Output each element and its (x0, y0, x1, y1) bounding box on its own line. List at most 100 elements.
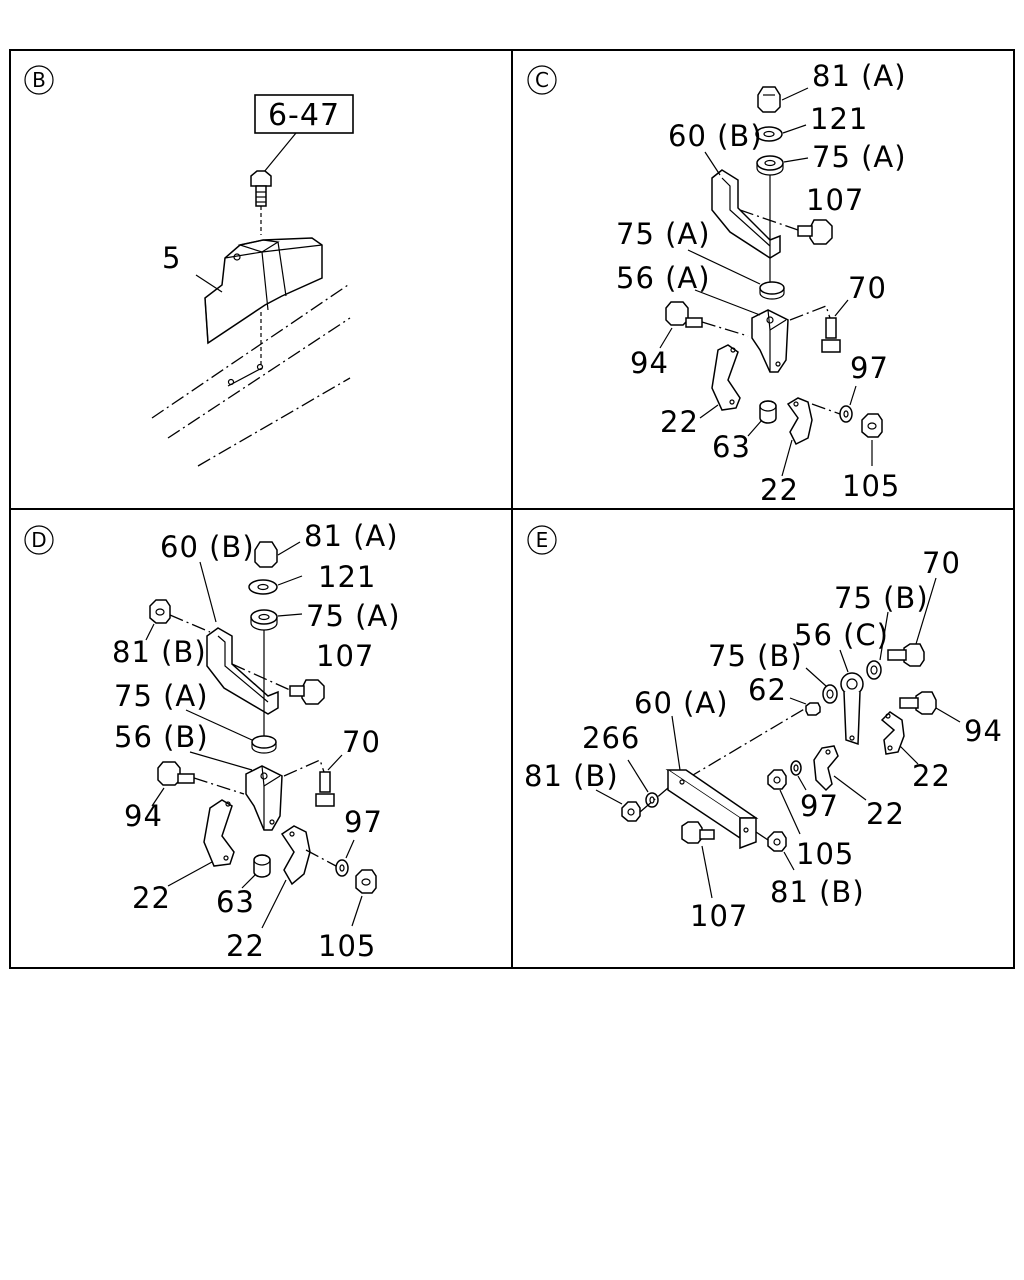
bracket-part-60 (711, 169, 781, 259)
part-callout-label: 22 (132, 881, 171, 915)
part-callout-label: 97 (800, 789, 839, 823)
part-callout-label: 81 (B) (524, 759, 619, 793)
reference-number: 6-47 (268, 98, 340, 133)
part-callout-label: 56 (C) (794, 618, 889, 652)
part-callout-label: 75 (A) (114, 679, 209, 713)
part-callout-label: 266 (582, 721, 640, 755)
panel-letter: B (32, 68, 46, 92)
part-callout-label: 75 (A) (616, 217, 711, 251)
part-callout-label: 22 (660, 405, 699, 439)
stay-part-56 (840, 672, 864, 746)
part-callout-label: 75 (A) (812, 140, 907, 174)
part-callout-label: 105 (318, 929, 376, 963)
washer-icon (335, 859, 349, 877)
bolt-icon (887, 643, 925, 667)
panel-e: E 70 75 (B) 56 (C) 75 (B) (524, 525, 1003, 933)
part-callout-label: 105 (796, 837, 854, 871)
washer-icon (790, 760, 802, 776)
part-callout-label: 121 (318, 560, 376, 594)
part-callout-label: 94 (630, 346, 669, 380)
panel-letter: E (536, 528, 549, 552)
clamp-part-22 (813, 745, 839, 792)
part-callout-label: 75 (A) (306, 599, 401, 633)
clamp-part-22 (280, 825, 311, 886)
part-callout-label: 105 (842, 469, 900, 503)
bolt-icon (250, 170, 272, 207)
nut-icon (149, 599, 171, 624)
part-callout-label: 70 (922, 546, 961, 580)
part-callout-label: 81 (B) (112, 635, 207, 669)
part-callout-label: 81 (A) (812, 59, 907, 93)
nut-icon (767, 769, 787, 790)
reference-box[interactable]: 6-47 (254, 94, 354, 134)
part-callout-label: 81 (A) (304, 519, 399, 553)
cushion-icon (759, 281, 785, 300)
part-callout-label: 5 (162, 241, 181, 275)
washer-icon (248, 579, 278, 595)
panel-b: B 6-47 5 (24, 65, 354, 467)
panel-letter: C (535, 68, 549, 92)
part-callout-label: 70 (342, 725, 381, 759)
part-callout-label: 94 (124, 799, 163, 833)
bolt-icon (289, 679, 325, 705)
nut-icon (254, 541, 278, 568)
part-callout-label: 75 (B) (708, 639, 803, 673)
part-callout-label: 60 (A) (634, 686, 729, 720)
panel-d: D 60 (B) 81 (A) 121 75 (A) (24, 519, 401, 963)
part-callout-label: 107 (316, 639, 374, 673)
part-callout-label: 22 (760, 473, 799, 507)
part-callout-label: 60 (B) (668, 119, 763, 153)
panel-e-marker: E (527, 525, 557, 555)
clamp-part-22 (880, 711, 905, 755)
washer-icon (755, 126, 783, 142)
bracket-part-60 (665, 769, 759, 850)
bolt-icon (821, 317, 841, 353)
part-callout-label: 56 (A) (616, 261, 711, 295)
panel-c-marker: C (527, 65, 557, 95)
part-callout-label: 94 (964, 714, 1003, 748)
part-callout-label: 75 (B) (834, 581, 929, 615)
part-callout-label: 63 (216, 885, 255, 919)
part-callout-label: 70 (848, 271, 887, 305)
part-callout-label: 97 (344, 805, 383, 839)
nut-icon (355, 869, 377, 894)
nut-icon (861, 413, 883, 438)
clamp-part-22 (786, 397, 813, 446)
collar-icon (805, 702, 821, 716)
bolt-icon (157, 761, 195, 786)
part-callout-label: 22 (866, 797, 905, 831)
panel-c: C 81 (A) 121 75 (A) 60 (B) (527, 59, 907, 507)
nut-icon (767, 831, 787, 852)
stay-part-56 (245, 765, 283, 831)
frame-rail (151, 284, 351, 467)
panel-b-marker: B (24, 65, 54, 95)
part-callout-label: 121 (810, 102, 868, 136)
cushion-icon (251, 735, 277, 754)
part-callout-label: 63 (712, 430, 751, 464)
part-callout-label: 60 (B) (160, 530, 255, 564)
cushion-icon (756, 155, 784, 176)
collar-icon (253, 854, 271, 878)
bolt-icon (681, 821, 715, 844)
bracket-part-60 (206, 627, 279, 715)
part-callout-label: 22 (912, 759, 951, 793)
nut-icon (621, 801, 641, 822)
part-callout-label: 97 (850, 351, 889, 385)
bracket-part-5 (204, 237, 323, 345)
washer-icon (866, 660, 882, 680)
stay-part-56 (751, 309, 789, 373)
part-callout-label: 56 (B) (114, 720, 209, 754)
panel-grid (9, 49, 1015, 969)
bolt-icon (665, 301, 703, 328)
panel-d-marker: D (24, 525, 54, 555)
bolt-icon (315, 771, 335, 807)
part-callout-label: 22 (226, 929, 265, 963)
part-callout-label: 107 (690, 899, 748, 933)
washer-icon (822, 684, 838, 704)
bolt-icon (899, 691, 937, 715)
collar-icon (759, 400, 777, 424)
panel-letter: D (31, 528, 46, 552)
washer-icon (839, 405, 853, 423)
part-callout-label: 107 (806, 183, 864, 217)
